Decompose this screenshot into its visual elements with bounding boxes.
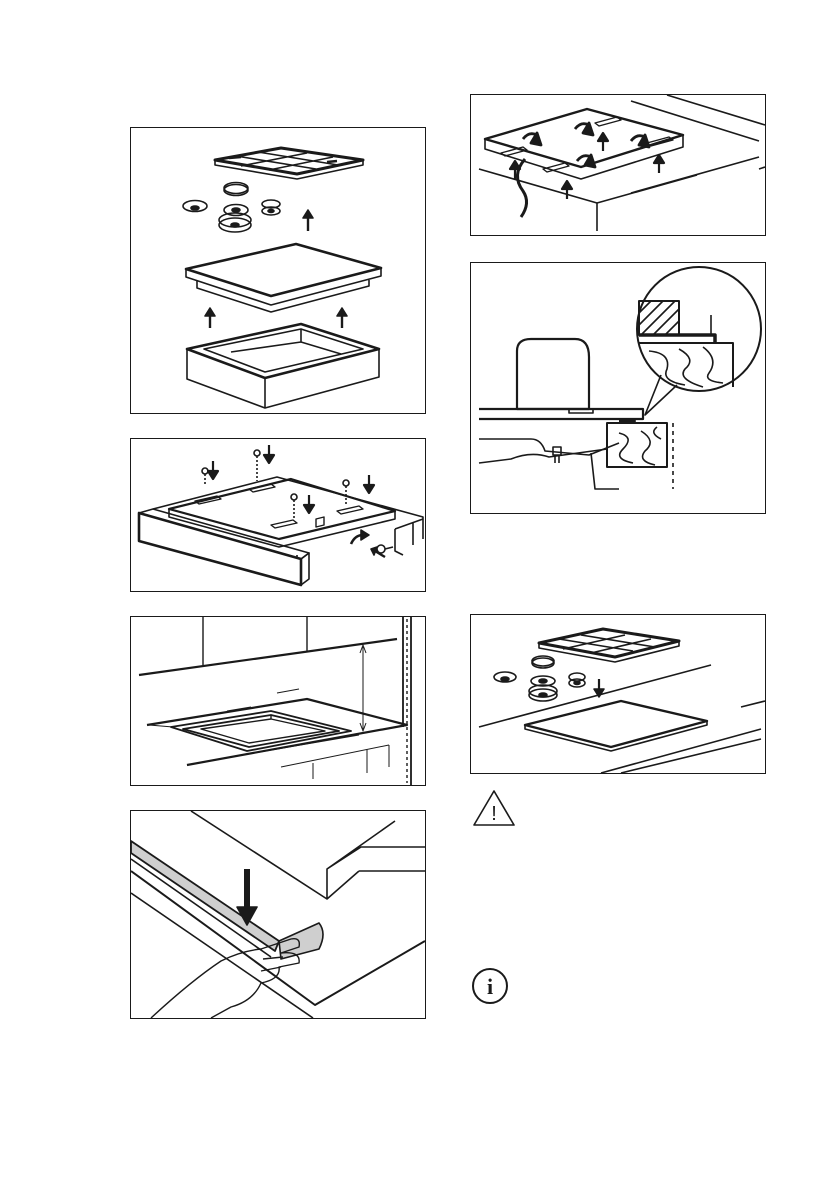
magnifier-circle (637, 267, 761, 415)
worktop-lines (479, 665, 765, 773)
fig-fit-brackets-underside (470, 94, 766, 236)
fig-clamp-detail-cross-section (470, 262, 766, 514)
hob-top-plate (525, 701, 707, 751)
wall-tiles (139, 617, 411, 785)
info-glyph: i (487, 974, 493, 999)
knob (517, 339, 593, 413)
info-circle-icon: i (471, 967, 509, 1005)
pan-support-grid (215, 148, 363, 179)
fig-apply-seal-strip (130, 810, 426, 1019)
burner-caps (183, 183, 280, 233)
hob-plate (479, 409, 643, 423)
warning-triangle-icon: ! (472, 789, 516, 827)
worktop-section (607, 423, 673, 489)
gas-cable (517, 159, 526, 217)
packaging-box (187, 324, 379, 408)
mounting-brackets (195, 484, 363, 528)
screws (202, 450, 349, 519)
fig-reinstall-burners-grid (470, 614, 766, 774)
warning-glyph: ! (491, 803, 497, 825)
underside-fittings (479, 439, 619, 489)
fig-remove-brackets-screws (130, 438, 426, 592)
fig-cutout-dimensions (130, 616, 426, 786)
worktop-frame (139, 477, 423, 585)
rotate-arrows (523, 123, 649, 167)
pan-support-grid (539, 629, 679, 662)
hob-top-plate (186, 244, 381, 312)
curved-arrow-and-screw (351, 530, 393, 557)
fig-remove-grid-burners-and-packaging (130, 127, 426, 414)
worktop-cutout (131, 811, 425, 1018)
burner-caps (494, 656, 585, 701)
